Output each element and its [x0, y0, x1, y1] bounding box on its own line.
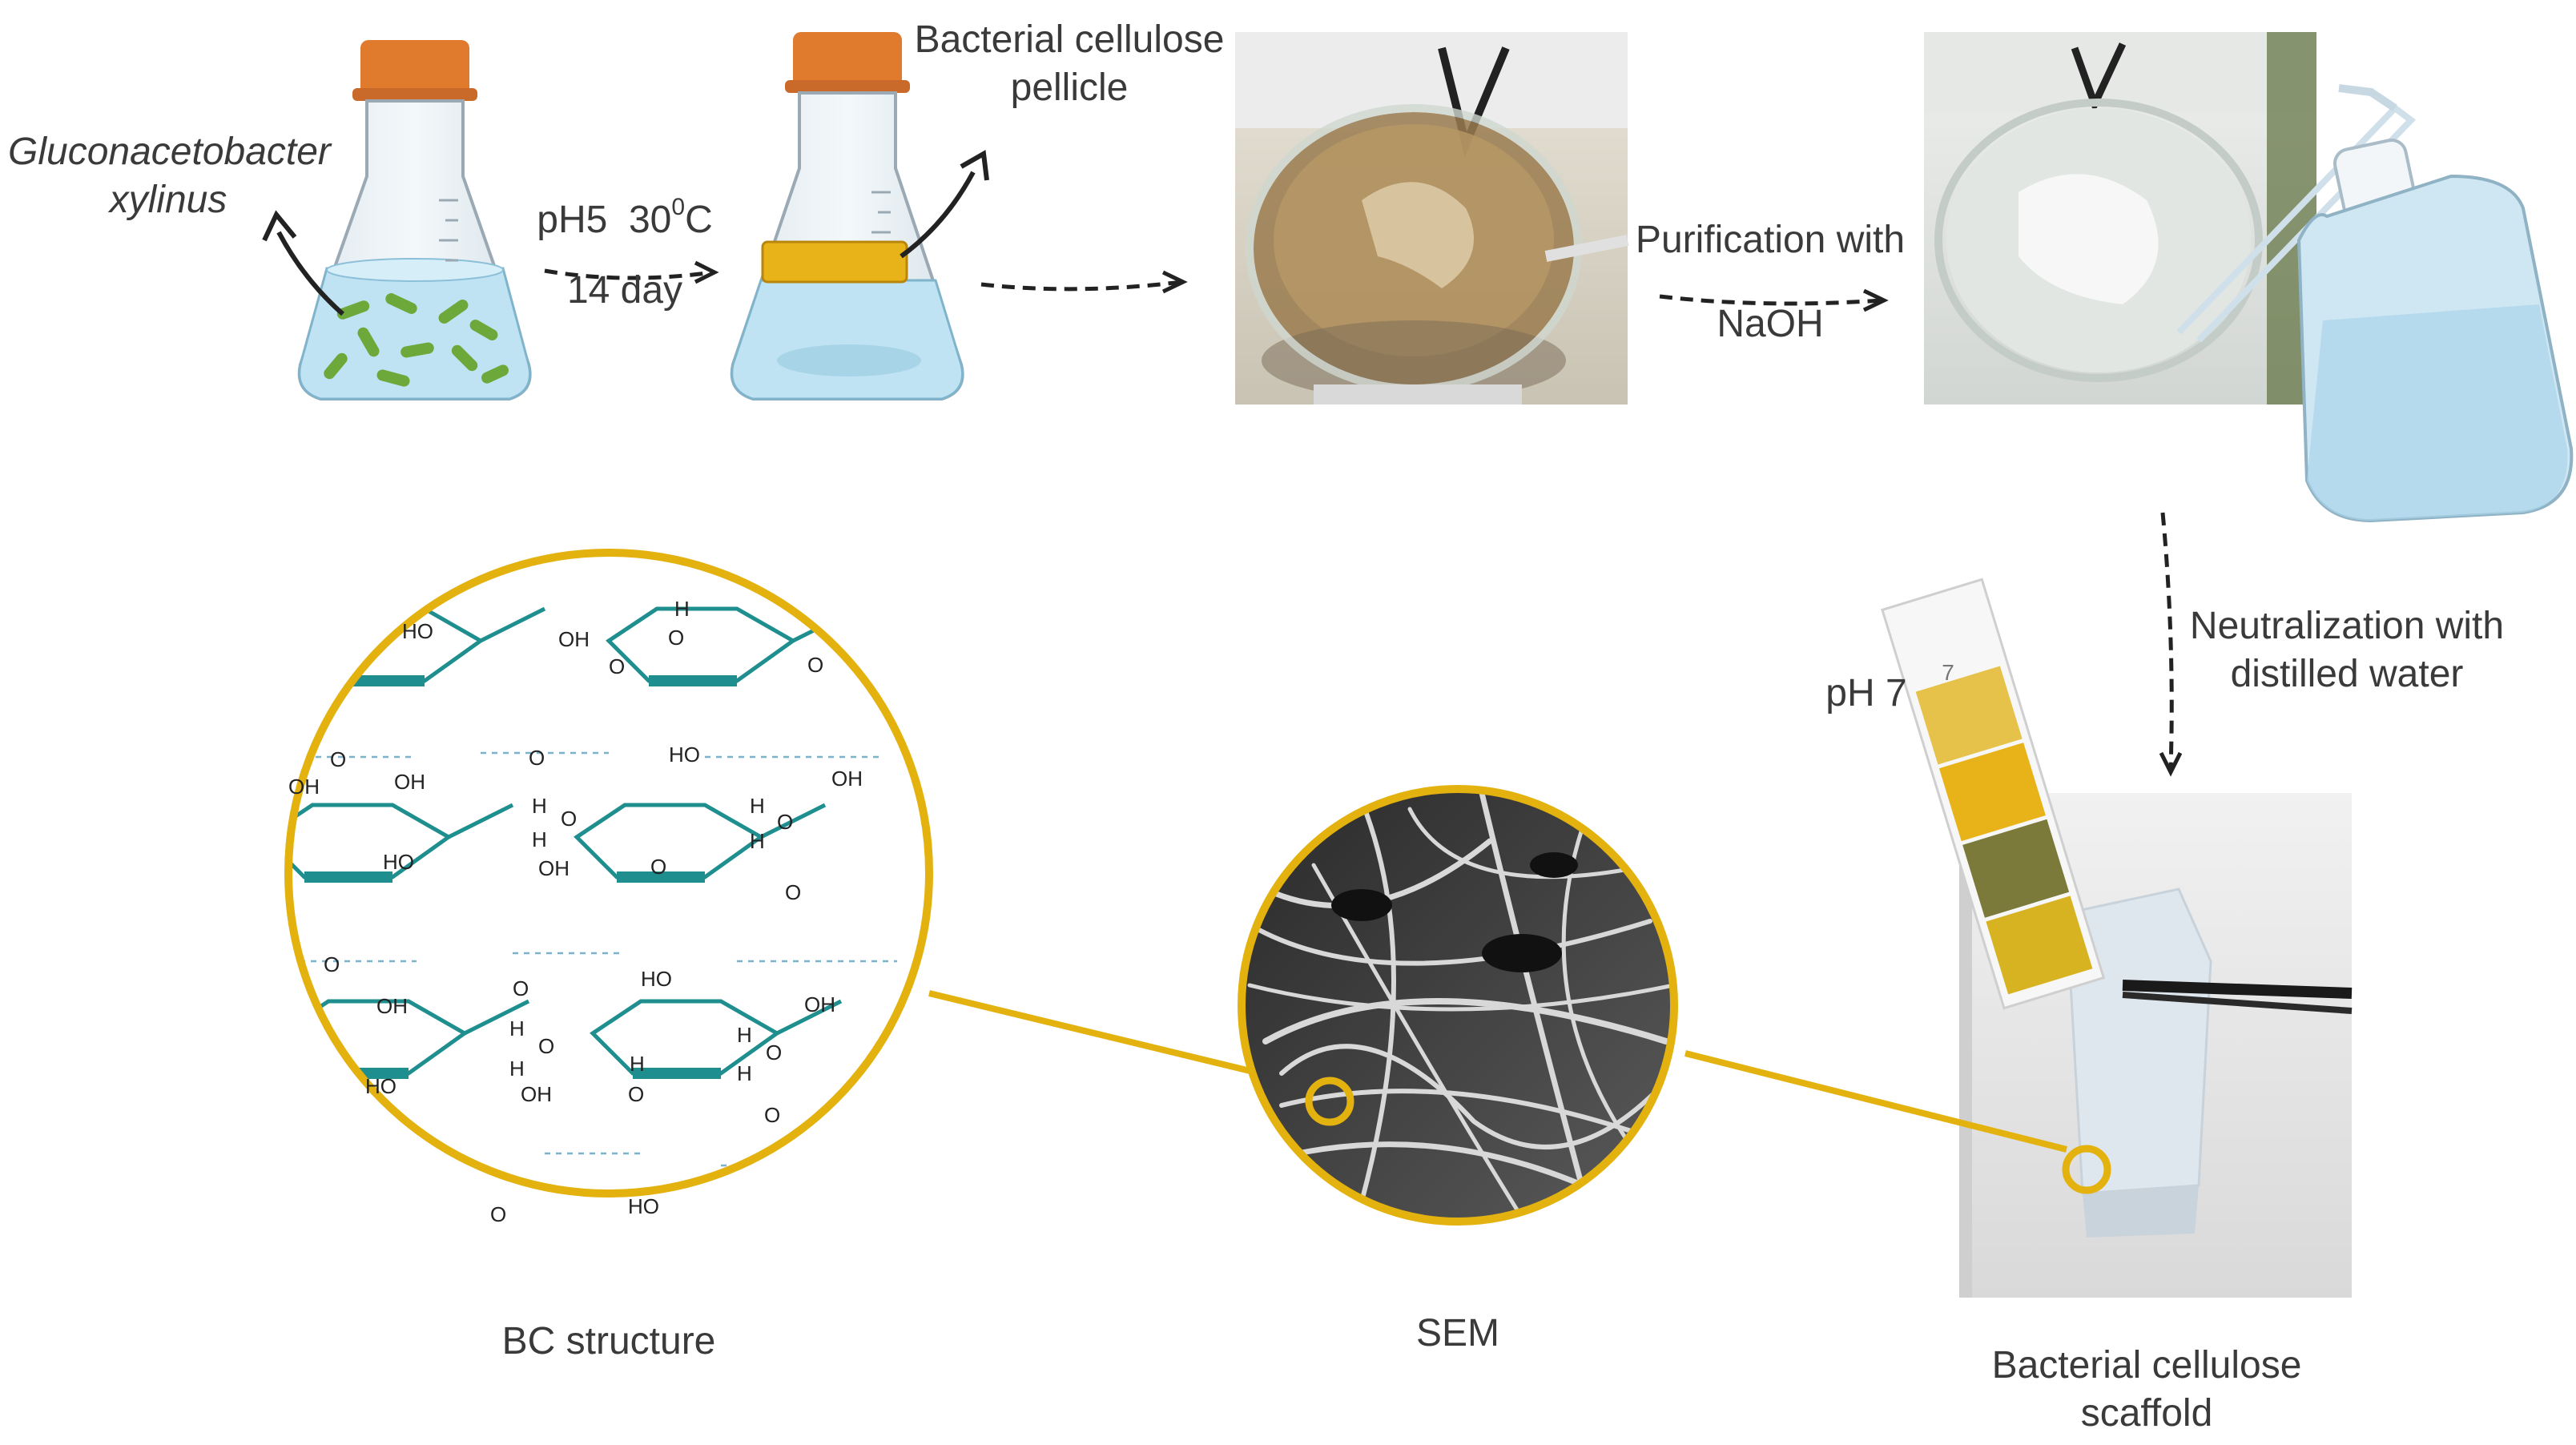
atom-label: O — [668, 626, 685, 650]
organism-label: Gluconacetobacter xylinus — [8, 128, 331, 224]
ph7-label: pH 7 — [1825, 672, 1907, 714]
neutralization-label: Neutralization with distilled water — [2187, 602, 2507, 698]
atom-label: O — [490, 1202, 507, 1226]
atom-label: H — [509, 1057, 525, 1081]
process-arrow-1 — [544, 268, 714, 280]
pellicle-pointer-arrow — [900, 171, 976, 259]
atom-label: OH — [288, 775, 320, 799]
atom-label: O — [777, 810, 794, 834]
sem-caption: SEM — [1415, 1312, 1499, 1354]
atom-label: OH — [521, 1082, 552, 1106]
atom-label: O — [628, 1082, 645, 1106]
atom-label: O — [807, 653, 824, 677]
atom-label: O — [538, 1034, 555, 1058]
duration-label: 14 day — [566, 269, 683, 312]
atom-label: HO — [365, 1074, 396, 1098]
photo-purified-pellicle — [1924, 32, 2316, 405]
sem-zoom-marker — [1305, 1077, 1354, 1126]
organism-label-line1: Gluconacetobacter — [8, 131, 331, 173]
bc-structure-circle — [284, 549, 933, 1197]
wash-bottle-icon — [2176, 84, 2574, 523]
atom-label: O — [785, 880, 802, 904]
atom-label: H — [630, 1052, 645, 1076]
tweezers-icon — [2122, 980, 2353, 999]
atom-label: H — [509, 1016, 525, 1040]
temp-degree-sup: 0 — [671, 194, 686, 220]
pellicle-label-line1: Bacterial cellulose — [914, 18, 1225, 61]
temp-value: 30 — [628, 199, 672, 241]
atom-label: O — [766, 1040, 783, 1065]
flask-culture-icon — [297, 40, 532, 400]
purification-label-line2: NaOH — [1717, 303, 1824, 345]
atom-label: O — [561, 807, 578, 831]
process-arrow-3 — [1659, 294, 1883, 306]
scaffold-zoom-marker — [2062, 1145, 2111, 1194]
atom-label: O — [513, 976, 529, 1000]
atom-label: OH — [394, 770, 425, 794]
organism-label-line2: xylinus — [109, 179, 227, 221]
scaffold-caption: Bacterial cellulose scaffold — [1986, 1342, 2307, 1438]
atom-label: OH — [831, 767, 863, 791]
atom-label: H — [750, 794, 765, 818]
flask-cap-icon — [360, 40, 469, 96]
atom-label: H — [737, 1023, 752, 1047]
process-arrow-2 — [980, 280, 1182, 292]
atom-label: HO — [628, 1194, 659, 1218]
pellicle-layer-icon — [761, 240, 908, 284]
atom-label: O — [330, 747, 347, 771]
pellicle-label: Bacterial cellulose pellicle — [909, 16, 1230, 112]
ph5-label: pH5 — [537, 199, 608, 241]
atom-label: H — [674, 597, 690, 621]
pellicle-label-line2: pellicle — [1010, 66, 1129, 109]
atom-label: OH — [538, 856, 570, 880]
atom-label: OH — [804, 992, 835, 1016]
atom-label: O — [529, 746, 545, 770]
photo-crude-pellicle — [1235, 32, 1629, 405]
culture-conditions-label: pH5 300C 14 day — [529, 192, 721, 315]
atom-label: O — [650, 855, 667, 879]
atom-label: H — [750, 829, 765, 853]
sem-circle — [1238, 785, 1678, 1226]
bacteria-icon — [324, 293, 509, 387]
neutralization-label-line2: distilled water — [2230, 653, 2464, 695]
ph-strip-icon — [1881, 578, 2106, 1010]
atom-label: OH — [376, 994, 408, 1018]
temp-unit: C — [685, 199, 713, 241]
neutralization-label-line1: Neutralization with — [2189, 605, 2505, 647]
atom-label: O — [764, 1103, 781, 1127]
zoom-connectors — [928, 990, 2067, 1153]
scaffold-caption-line2: scaffold — [2080, 1392, 2213, 1435]
atom-label: HO — [383, 850, 414, 874]
purification-label: Purification with NaOH — [1634, 216, 1906, 348]
organism-pointer-arrow — [276, 231, 344, 316]
atom-label: O — [324, 952, 340, 976]
atom-label: H — [532, 827, 547, 851]
bc-structure-caption: BC structure — [501, 1320, 716, 1362]
ph-temp-line: pH5 300C — [529, 192, 721, 244]
scaffold-caption-line1: Bacterial cellulose — [1991, 1344, 2302, 1387]
atom-label: HO — [641, 967, 672, 991]
flask-pellicle-icon — [730, 32, 964, 400]
purification-label-line1: Purification with — [1635, 219, 1906, 261]
atom-label: OH — [558, 627, 590, 651]
ph-strip-mark: 7 — [1942, 660, 1954, 685]
atom-label: HO — [402, 619, 433, 643]
atom-label: H — [737, 1061, 752, 1085]
sem-fibers — [1246, 790, 1674, 1220]
process-arrow-4 — [2160, 512, 2174, 770]
atom-label: O — [609, 654, 626, 678]
atom-label: HO — [669, 743, 700, 767]
atom-label: H — [532, 794, 547, 818]
